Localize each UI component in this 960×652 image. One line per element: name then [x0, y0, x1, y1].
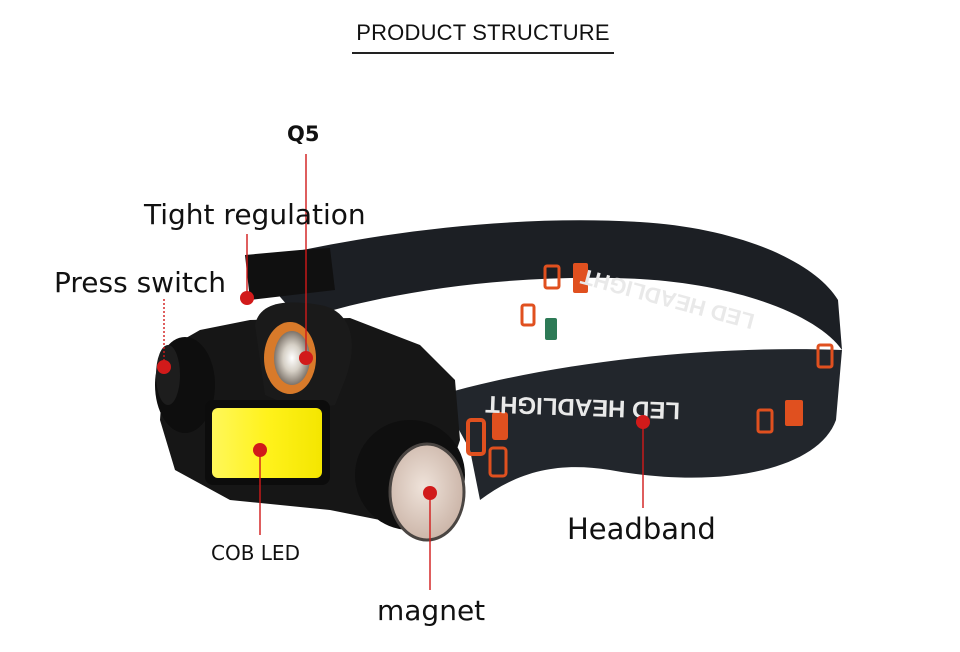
callout-lines — [163, 154, 644, 590]
callout-dot-tight-regulation — [240, 291, 254, 305]
q5-lens — [274, 331, 310, 385]
title-underline — [352, 52, 614, 54]
cob-led-strip — [212, 408, 322, 478]
label-magnet: magnet — [377, 594, 486, 627]
label-press-switch: Press switch — [54, 266, 226, 299]
callout-dot-headband — [636, 415, 650, 429]
headband-strap-back — [250, 220, 842, 350]
label-headband: Headband — [567, 512, 716, 546]
page-title: PRODUCT STRUCTURE — [356, 20, 610, 45]
callout-dots — [157, 291, 650, 500]
callout-dot-magnet — [423, 486, 437, 500]
band-pattern — [466, 263, 834, 478]
label-tight-regulation: Tight regulation — [144, 198, 366, 231]
callout-dot-q5 — [299, 351, 313, 365]
label-cob-led: COB LED — [211, 541, 300, 565]
callout-dot-press-switch — [157, 360, 171, 374]
strap-clip — [245, 248, 335, 300]
label-q5: Q5 — [287, 122, 320, 146]
callout-dot-cob-led — [253, 443, 267, 457]
